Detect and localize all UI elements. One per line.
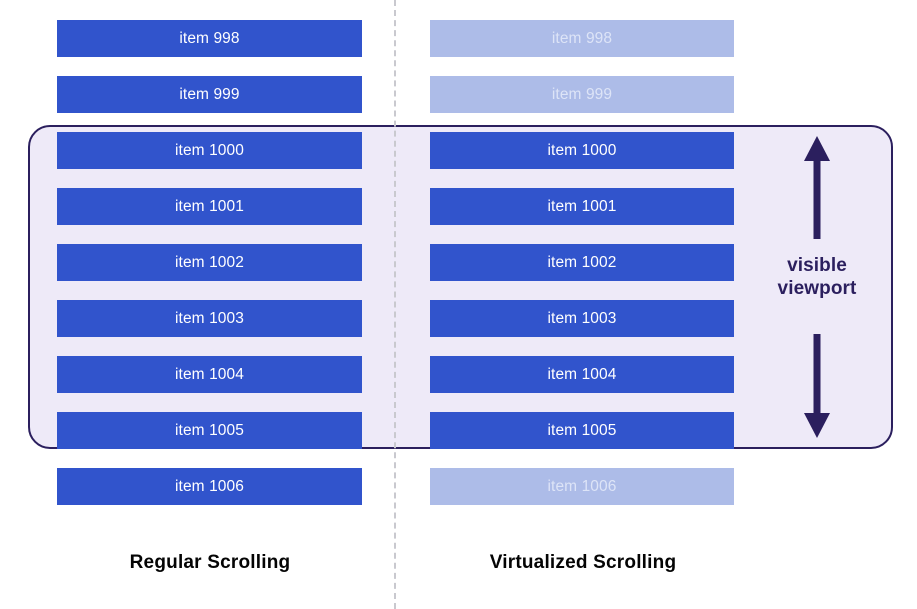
- list-item[interactable]: item 999: [430, 76, 734, 113]
- list-item[interactable]: item 1000: [57, 132, 362, 169]
- virtualized-scrolling-caption: Virtualized Scrolling: [489, 552, 677, 573]
- list-item[interactable]: item 1002: [430, 244, 734, 281]
- list-item[interactable]: item 1002: [57, 244, 362, 281]
- regular-scrolling-caption: Regular Scrolling: [129, 552, 291, 573]
- double-headed-arrow-icon: [804, 136, 830, 438]
- visible-viewport-label-line1: visible: [787, 255, 847, 276]
- list-item[interactable]: item 1005: [430, 412, 734, 449]
- list-item[interactable]: item 998: [57, 20, 362, 57]
- visible-viewport-region: [28, 125, 893, 449]
- list-item[interactable]: item 999: [57, 76, 362, 113]
- regular-scrolling-column: item 998 item 999 item 1000 item 1001 item 1…: [0, 0, 400, 609]
- list-item[interactable]: item 1004: [57, 356, 362, 393]
- list-item[interactable]: item 1006: [57, 468, 362, 505]
- list-item[interactable]: item 1001: [430, 188, 734, 225]
- visible-viewport-label-line2: viewport: [777, 278, 857, 299]
- list-item[interactable]: item 1006: [430, 468, 734, 505]
- list-item[interactable]: item 1000: [430, 132, 734, 169]
- visible-viewport-label: visible viewport: [752, 254, 882, 300]
- virtualized-scrolling-column: item 998 item 999 item 1000 item 1001 item 1…: [373, 0, 773, 609]
- list-item[interactable]: item 1003: [430, 300, 734, 337]
- list-item[interactable]: item 998: [430, 20, 734, 57]
- visible-viewport-annotation: visible viewport: [752, 134, 882, 440]
- list-item[interactable]: item 1001: [57, 188, 362, 225]
- column-divider: [394, 0, 396, 609]
- list-item[interactable]: item 1003: [57, 300, 362, 337]
- list-item[interactable]: item 1005: [57, 412, 362, 449]
- list-item[interactable]: item 1004: [430, 356, 734, 393]
